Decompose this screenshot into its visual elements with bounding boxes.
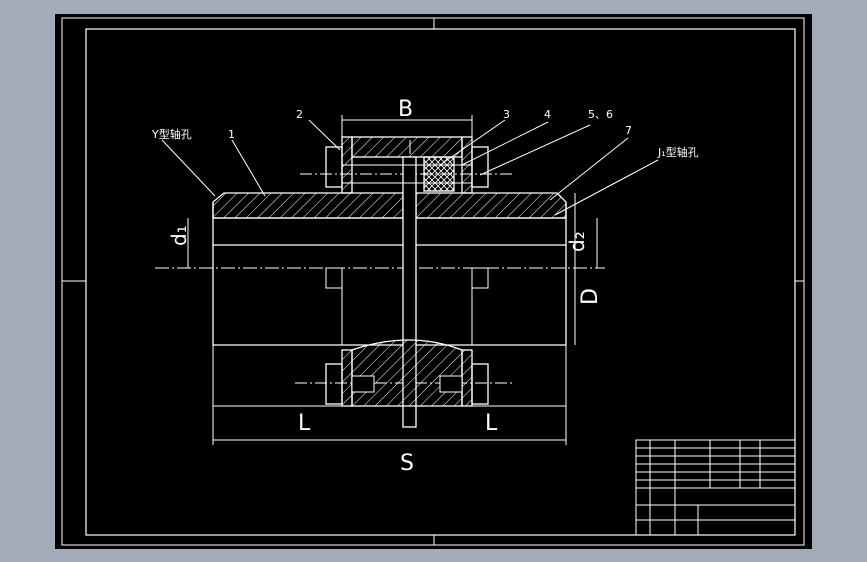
label-d1: d₁ xyxy=(167,225,191,246)
label-B: B xyxy=(398,97,413,122)
leader-3 xyxy=(439,119,506,166)
callout-y-bore: Y型轴孔 xyxy=(151,127,192,141)
bolt-head-right-top xyxy=(471,146,489,188)
left-flange-bottom xyxy=(341,349,353,407)
outer-sleeve-bottom xyxy=(351,339,463,407)
drawing-area xyxy=(55,14,812,549)
right-flange-bottom xyxy=(461,349,473,407)
leader-y xyxy=(161,139,216,197)
nut-right-bottom xyxy=(439,375,463,393)
left-tick xyxy=(325,267,343,289)
leader-7 xyxy=(549,137,629,201)
right-tick xyxy=(471,267,489,289)
leader-1 xyxy=(231,139,266,197)
nut-left-bottom xyxy=(351,375,375,393)
bolt-head-right-bottom xyxy=(471,363,489,405)
outer-sleeve-top xyxy=(351,136,463,158)
elastic-element xyxy=(423,156,455,192)
leader-56 xyxy=(479,124,591,176)
callout-56: 5、6 xyxy=(588,108,613,121)
callout-7: 7 xyxy=(625,124,632,137)
leader-j xyxy=(554,159,659,216)
leader-2 xyxy=(308,119,341,151)
right-hub-section xyxy=(415,192,567,219)
label-L-left: L xyxy=(298,411,311,436)
label-d2: d₂ xyxy=(565,231,589,252)
label-S: S xyxy=(400,451,414,476)
leader-4 xyxy=(461,121,549,166)
callout-3: 3 xyxy=(503,108,510,121)
callout-4: 4 xyxy=(544,108,551,121)
bolt-head-left-bottom xyxy=(325,363,343,405)
callout-1: 1 xyxy=(228,128,235,141)
bolt-head-left-top xyxy=(325,146,343,188)
label-L-right: L xyxy=(485,411,498,436)
callout-2: 2 xyxy=(296,108,303,121)
drawing-frame xyxy=(85,28,796,536)
sheet-border xyxy=(61,17,805,546)
label-D: D xyxy=(578,288,603,305)
left-hub-section xyxy=(212,192,404,219)
callout-j-bore: J₁型轴孔 xyxy=(657,145,699,159)
title-block xyxy=(635,439,796,536)
